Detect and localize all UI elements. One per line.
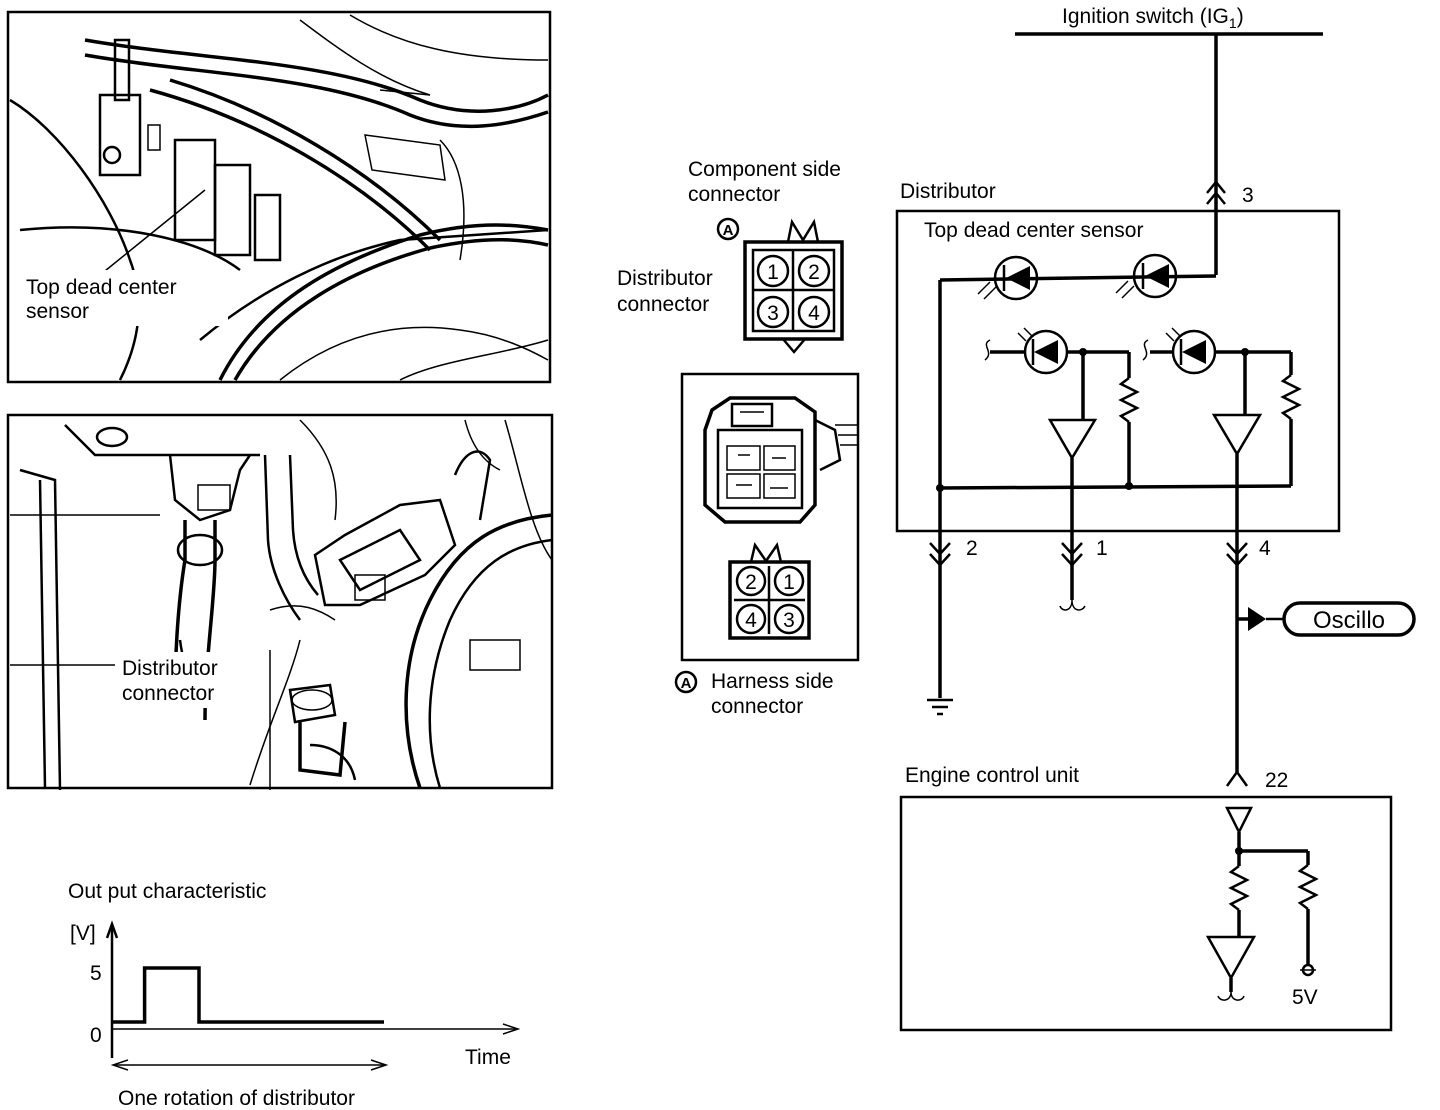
y-tick-0: 0 xyxy=(90,1024,102,1047)
photo-top-caption-line2: sensor xyxy=(26,300,89,323)
terminal-1-icon xyxy=(1061,542,1083,567)
sensor-ground-bus xyxy=(939,484,1292,490)
x-axis-label: Time xyxy=(465,1046,511,1069)
photo-top-caption-line1: Top dead center xyxy=(26,276,177,299)
photo-bottom-caption-line2: connector xyxy=(122,682,214,705)
oscillo-badge xyxy=(1282,601,1416,637)
amplifier-1-icon xyxy=(1047,418,1098,461)
led-1-icon xyxy=(977,255,1039,301)
engine-bay-illustration-top: Top dead center sensor xyxy=(6,10,552,384)
terminal-4-label: 4 xyxy=(1259,537,1271,560)
resistor-1-icon xyxy=(1118,377,1140,423)
tdc-sensor-circuit: Ignition switch (IG1) 3 Distributor Top … xyxy=(895,5,1416,1032)
harness-connector-frame xyxy=(680,372,860,662)
led-2-icon xyxy=(1115,253,1178,299)
component-side-connector: 1 2 3 4 xyxy=(743,218,844,354)
ecu-resistor-2-icon xyxy=(1297,864,1319,910)
rotation-span-arrow-right xyxy=(370,1059,389,1071)
y-axis-arrow xyxy=(105,920,119,939)
chart-title: Out put characteristic xyxy=(68,880,266,903)
resistor-2-icon xyxy=(1280,374,1302,420)
x-axis-arrow xyxy=(502,1023,521,1035)
connector-views: Component side connector A Distributor c… xyxy=(617,158,860,718)
engine-bay-illustration-bottom: Distributor connector xyxy=(6,413,554,791)
terminal-2-label: 2 xyxy=(966,537,978,560)
harness-pin-1: 1 xyxy=(783,571,795,594)
amplifier-2-icon xyxy=(1211,413,1263,457)
marker-a-label: A xyxy=(723,222,734,239)
distributor-housing xyxy=(895,209,1341,533)
terminal-22-icon xyxy=(1225,769,1249,787)
ecu-label: Engine control unit xyxy=(905,764,1079,787)
photodiode-2-icon xyxy=(1142,327,1217,375)
harness-pin-4: 4 xyxy=(745,609,757,632)
harness-pin-3: 3 xyxy=(783,609,795,632)
rotation-span-label: One rotation of distributor xyxy=(118,1087,355,1110)
chart-y-unit: [V] xyxy=(70,922,96,945)
terminal-2-icon xyxy=(929,542,951,567)
distributor-label: Distributor xyxy=(900,180,996,203)
harness-side-label-line1: Harness side xyxy=(711,670,834,693)
component-side-label-line1: Component side xyxy=(688,158,841,181)
oscillo-label: Oscillo xyxy=(1313,607,1385,634)
photo-bottom-caption-line1: Distributor xyxy=(122,657,218,680)
marker-a-harness-label: A xyxy=(681,675,692,692)
harness-pin-2: 2 xyxy=(745,571,757,594)
component-pin-2: 2 xyxy=(808,261,820,284)
harness-side-connector: 2 1 4 3 xyxy=(728,541,811,640)
led-wire xyxy=(939,274,1217,282)
distributor-connector-label-line1: Distributor xyxy=(617,267,713,290)
component-pin-4: 4 xyxy=(808,302,820,325)
ecu-resistor-1-icon xyxy=(1228,865,1250,911)
5v-supply-label: 5V xyxy=(1292,986,1318,1009)
ignition-switch-label: Ignition switch (IG1) xyxy=(1062,5,1244,31)
distributor-connector-label-line2: connector xyxy=(617,293,709,316)
terminal-4-icon xyxy=(1226,542,1248,567)
marker-a-icon xyxy=(716,217,740,241)
ground-icon xyxy=(927,698,953,716)
ecu-input-buffer-icon xyxy=(1224,806,1254,835)
terminal-1-label: 1 xyxy=(1096,537,1108,560)
y-tick-5: 5 xyxy=(90,962,102,985)
signal-trace xyxy=(112,966,384,1024)
photodiode-1-icon xyxy=(984,327,1069,375)
marker-a-harness-icon xyxy=(674,670,698,694)
component-pin-1: 1 xyxy=(767,261,779,284)
harness-side-label-line2: connector xyxy=(711,695,803,718)
ecu-amplifier-icon xyxy=(1205,935,1257,981)
probe-arrow-icon xyxy=(1248,607,1266,631)
terminal-3-label: 3 xyxy=(1242,184,1254,207)
oscilloscope-probe: Oscillo xyxy=(1237,601,1416,637)
output-characteristic-chart: Out put characteristic [V] 5 0 Time One … xyxy=(68,880,521,1110)
ecu-housing xyxy=(899,795,1393,1032)
component-side-label-line2: connector xyxy=(688,183,780,206)
harness-connector-illustration xyxy=(703,396,858,524)
terminal-3-icon xyxy=(1206,180,1226,205)
component-pin-3: 3 xyxy=(767,302,779,325)
tdc-sensor-label: Top dead center sensor xyxy=(924,219,1143,242)
rotation-span-arrow-left xyxy=(110,1059,129,1071)
terminal-22-label: 22 xyxy=(1265,769,1288,792)
